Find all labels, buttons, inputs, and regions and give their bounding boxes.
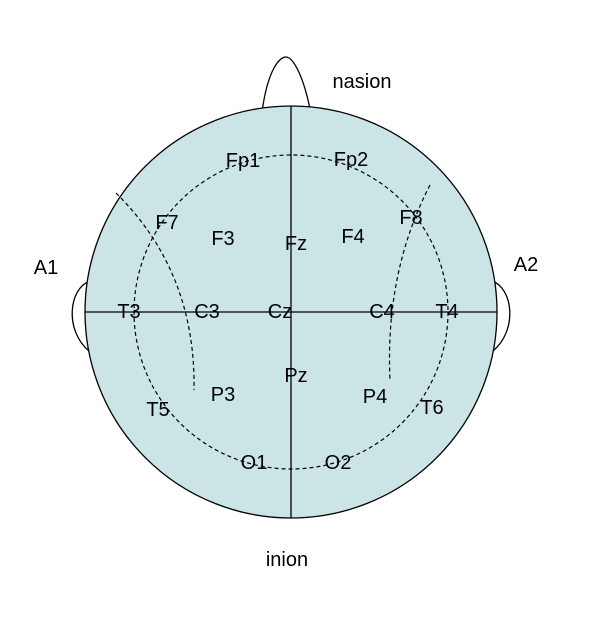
electrode-label-f7: F7 [155, 212, 179, 234]
right-temporal-dashed-arc [388, 184, 431, 381]
electrode-label-t5: T5 [146, 399, 170, 421]
electrode-label-fp2: Fp2 [333, 149, 369, 171]
electrode-label-a1: A1 [33, 257, 59, 279]
electrode-label-o1: O1 [240, 452, 268, 474]
left-temporal-dashed-arc [115, 192, 195, 391]
electrode-label-c3: C3 [194, 301, 220, 323]
electrode-label-f3: F3 [211, 228, 235, 250]
electrode-label-fp1: Fp1 [225, 150, 261, 172]
ten-percent-dashed-circle [133, 154, 449, 470]
electrode-label-fz: Fz [284, 233, 308, 255]
electrode-label-t4: T4 [435, 301, 459, 323]
electrode-label-p3: P3 [210, 384, 236, 406]
electrode-label-pz: Pz [284, 365, 308, 387]
electrode-label-t6: T6 [420, 397, 444, 419]
nose-outline [261, 56, 312, 115]
electrode-label-cz: Cz [267, 301, 293, 323]
electrode-label-p4: P4 [362, 386, 388, 408]
electrode-label-c4: C4 [369, 301, 395, 323]
electrode-label-t3: T3 [117, 301, 141, 323]
left-ear-outline [71, 280, 91, 352]
inion-label: inion [265, 549, 309, 571]
right-ear-outline [491, 280, 511, 352]
electrode-label-f4: F4 [341, 226, 365, 248]
nasion-label: nasion [332, 71, 392, 93]
electrode-label-a2: A2 [513, 254, 539, 276]
electrode-label-f8: F8 [399, 207, 423, 229]
electrode-label-o2: O2 [324, 452, 352, 474]
